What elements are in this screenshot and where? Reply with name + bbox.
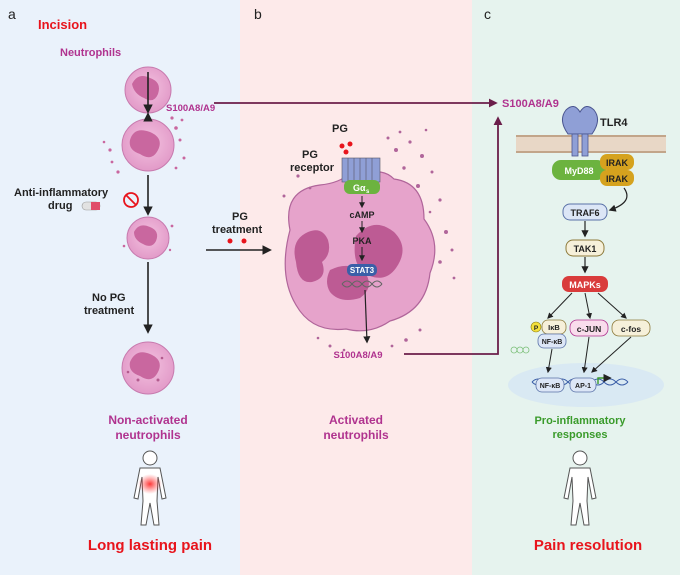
receptor-label-line2: receptor <box>290 162 335 174</box>
panel-b-outcome-line1: Activated <box>329 413 383 427</box>
panel-c-letter: c <box>484 6 491 22</box>
panel-c-outcome-line1: Pro-inflammatory <box>534 415 626 427</box>
s100-arrow-b-to-c <box>404 116 503 355</box>
nfkb-label: NF-κB <box>542 339 563 346</box>
nfkb-dna-label: NF-κB <box>540 383 561 390</box>
degraded-ikb-icon <box>510 346 530 354</box>
non-activated-neutrophil-icon <box>121 341 175 395</box>
panel-a-letter: a <box>8 6 16 22</box>
traf6-node <box>562 203 608 221</box>
myd88-label: MyD88 <box>564 166 593 176</box>
panel-a-outcome-line1: Non-activated <box>108 413 187 427</box>
granules-icon <box>282 128 456 352</box>
panel-a-background <box>0 0 240 575</box>
activated-neutrophil-icon <box>284 169 436 332</box>
arrow-nfkb-dna <box>545 348 553 374</box>
traf6-label: TRAF6 <box>571 208 600 218</box>
mapks-node <box>562 276 608 292</box>
nfkb-dna-node <box>535 377 565 393</box>
human-figure-icon <box>563 450 597 526</box>
pka-label: PKA <box>352 236 372 246</box>
arrow-irak-traf6 <box>608 187 628 212</box>
galpha-s-node <box>344 180 380 194</box>
pg-treatment-line1: PG <box>232 211 248 223</box>
irak-label-1: IRAK <box>606 158 628 168</box>
cjun-label: c-JUN <box>577 324 602 334</box>
tlr4-label: TLR4 <box>600 117 628 129</box>
panel-b-letter: b <box>254 6 262 22</box>
cell-membrane-icon <box>516 135 666 153</box>
arrow-stat3-s100 <box>363 289 371 344</box>
tlr4-receptor-icon <box>562 106 598 157</box>
panel-a-pain-label: Long lasting pain <box>88 537 212 554</box>
irak-node-2 <box>600 170 634 186</box>
panel-c-s100-label: S100A8/A9 <box>502 98 559 110</box>
arrow-mapks-cjun <box>584 292 593 320</box>
dna-icon <box>341 280 383 288</box>
panel-c-pain-label: Pain resolution <box>534 537 642 554</box>
arrow-mapks-cfos <box>597 292 627 319</box>
degranulating-neutrophil-icon <box>102 116 186 174</box>
ikb-label: IκB <box>548 323 560 332</box>
tak1-label: TAK1 <box>574 244 597 254</box>
pg-label: PG <box>332 123 348 135</box>
irak-node-1 <box>600 154 634 170</box>
pg-molecule-icon <box>339 143 345 149</box>
ap1-node <box>569 377 597 393</box>
drug-label-line1: Anti-inflammatory <box>14 187 109 199</box>
myd88-node <box>552 160 606 180</box>
irak-label-2: IRAK <box>606 174 628 184</box>
ap1-label: AP-1 <box>575 383 591 390</box>
receptor-label-line1: PG <box>302 149 318 161</box>
cjun-node <box>569 319 609 337</box>
arrow-cjun-ap1 <box>581 336 590 374</box>
pg-dot-icon <box>241 238 247 244</box>
pg-molecule-icon <box>347 141 353 147</box>
human-figure-with-pain-icon <box>133 450 167 526</box>
panel-a-outcome-line2: neutrophils <box>115 428 181 442</box>
nfkb-node <box>537 333 567 349</box>
cfos-node <box>611 319 651 337</box>
panel-a-s100-label: S100A8/A9 <box>166 103 215 114</box>
prohibited-icon <box>123 192 139 208</box>
no-pg-label-line2: treatment <box>84 305 134 317</box>
stat3-label: STAT3 <box>350 266 375 275</box>
pg-molecule-icon <box>343 149 349 155</box>
panel-b-outcome-line2: neutrophils <box>323 428 389 442</box>
phospho-node <box>530 321 542 333</box>
camp-label: cAMP <box>349 210 374 220</box>
phospho-label: P <box>534 325 539 332</box>
pg-dot-icon <box>227 238 233 244</box>
galpha-label: Gα <box>353 183 366 193</box>
neutrophils-label: Neutrophils <box>60 47 121 59</box>
pill-icon <box>81 201 101 211</box>
panel-c-outcome-line2: responses <box>552 429 607 441</box>
partially-degranulated-neutrophil-icon <box>122 216 174 260</box>
arrow-mapks-ikb <box>547 292 573 319</box>
cfos-label: c-fos <box>621 324 642 334</box>
drug-label-line2: drug <box>48 200 72 212</box>
tak1-node <box>565 239 605 257</box>
incision-label: Incision <box>38 17 87 32</box>
panel-b-s100-label: S100A8/A9 <box>333 350 382 361</box>
transcription-arrow-icon <box>597 373 612 384</box>
mapks-label: MAPKs <box>569 280 601 290</box>
arrow-cfos-ap1 <box>591 336 632 373</box>
pg-receptor-icon <box>341 157 381 183</box>
galpha-subscript: s <box>366 189 370 195</box>
pg-treatment-line2: treatment <box>212 224 262 236</box>
no-pg-label-line1: No PG <box>92 292 126 304</box>
stat3-node <box>347 264 377 276</box>
